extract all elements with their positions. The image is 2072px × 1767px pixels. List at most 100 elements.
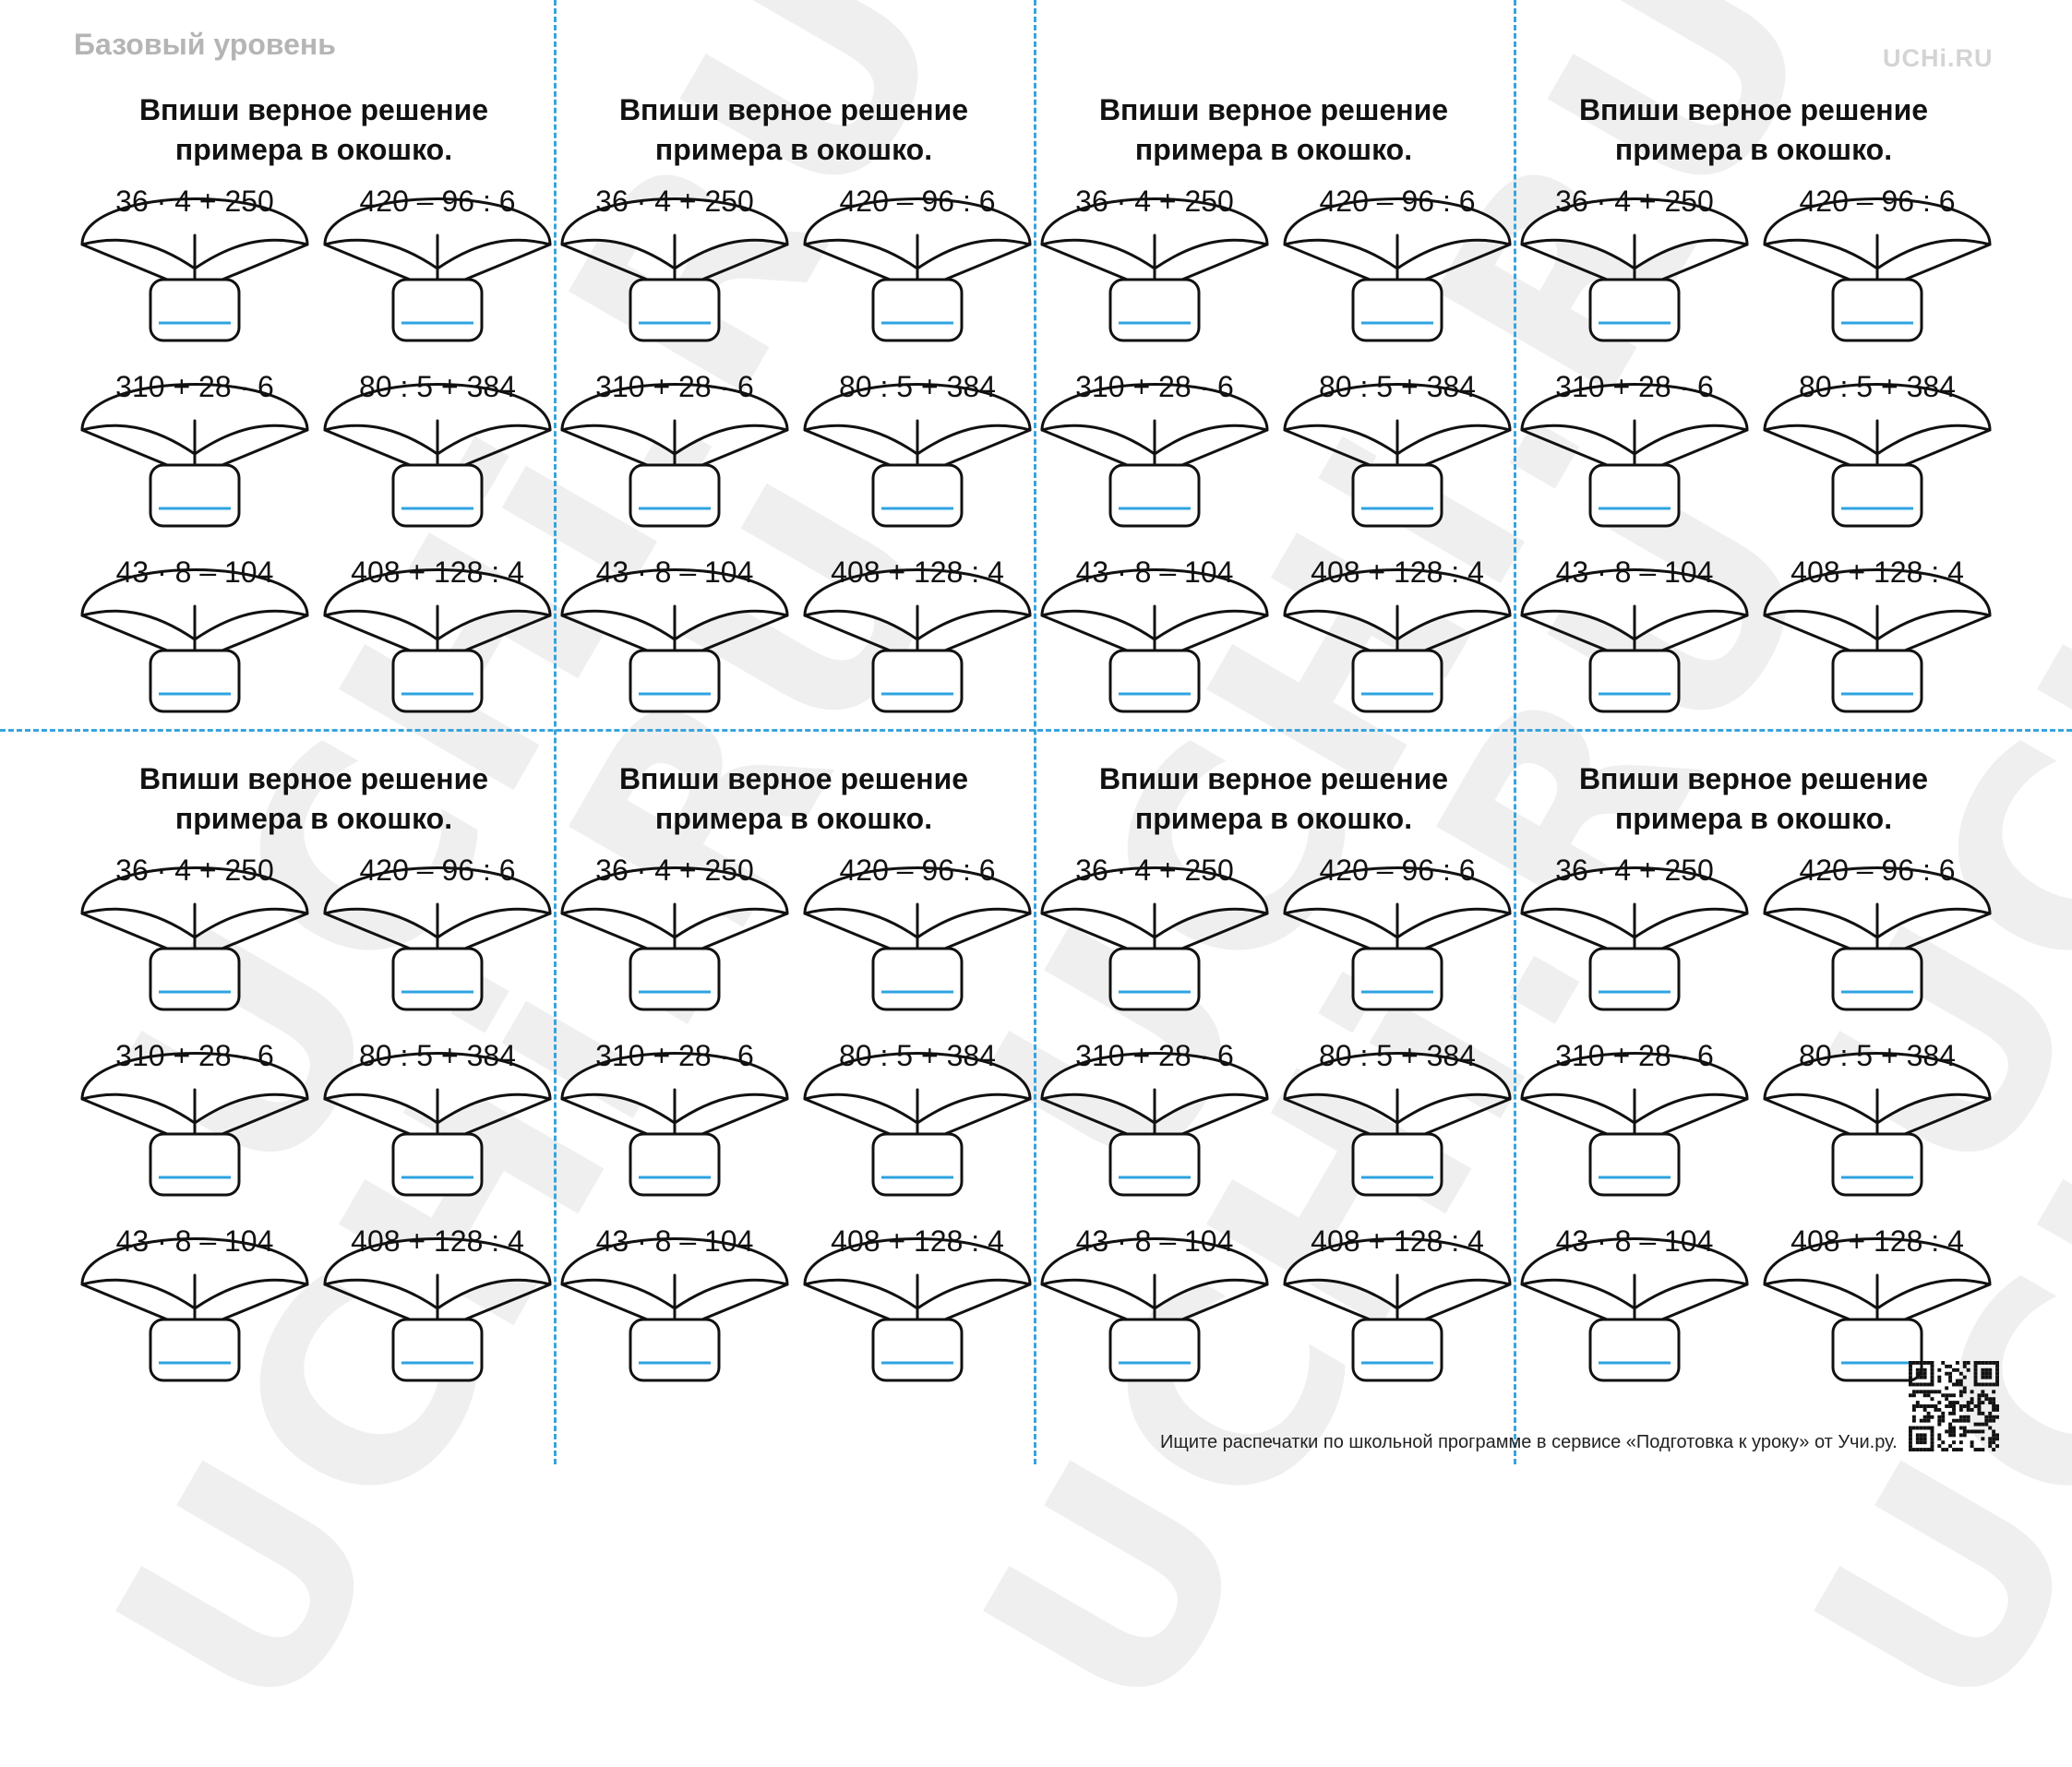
problem-expression: 36 · 4 + 250 bbox=[595, 185, 754, 218]
task-title-line: примера в окошко. bbox=[174, 802, 453, 835]
parachute-problem: 36 · 4 + 250 bbox=[1039, 178, 1270, 353]
answer-box[interactable] bbox=[880, 1327, 955, 1355]
answer-box[interactable] bbox=[1597, 956, 1672, 984]
problem-expression: 408 + 128 : 4 bbox=[1791, 1224, 1964, 1258]
answer-box[interactable] bbox=[1597, 658, 1672, 686]
answer-box[interactable] bbox=[1597, 287, 1672, 315]
answer-box[interactable] bbox=[157, 287, 233, 315]
task-card: Впиши верное решение примера в окошко. 36 … bbox=[1034, 669, 1514, 1382]
answer-box[interactable] bbox=[637, 287, 713, 315]
answer-box[interactable] bbox=[637, 956, 713, 984]
problem-expression: 36 · 4 + 250 bbox=[1555, 185, 1714, 218]
answer-box[interactable] bbox=[1839, 1327, 1915, 1355]
answer-box[interactable] bbox=[880, 1141, 955, 1169]
problem-expression: 80 : 5 + 384 bbox=[1799, 1039, 1956, 1072]
answer-box[interactable] bbox=[400, 658, 475, 686]
answer-box[interactable] bbox=[1359, 956, 1435, 984]
parachute-problem: 310 + 28 · 6 bbox=[1519, 364, 1750, 539]
answer-box[interactable] bbox=[1359, 1327, 1435, 1355]
parachute-problem: 310 + 28 · 6 bbox=[1519, 1033, 1750, 1208]
answer-box[interactable] bbox=[1597, 1141, 1672, 1169]
task-title-line: примера в окошко. bbox=[1134, 802, 1413, 835]
answer-box[interactable] bbox=[1839, 472, 1915, 500]
problem-expression: 310 + 28 · 6 bbox=[115, 1039, 274, 1072]
answer-box[interactable] bbox=[157, 1141, 233, 1169]
parachute-problem: 80 : 5 + 384 bbox=[1282, 364, 1513, 539]
answer-box[interactable] bbox=[637, 472, 713, 500]
answer-box[interactable] bbox=[400, 956, 475, 984]
answer-box[interactable] bbox=[1117, 472, 1192, 500]
answer-box[interactable] bbox=[637, 1141, 713, 1169]
parachute-problem: 310 + 28 · 6 bbox=[79, 364, 310, 539]
parachute-problem: 43 · 8 – 104 bbox=[79, 1218, 310, 1393]
problem-expression: 43 · 8 – 104 bbox=[115, 1224, 274, 1258]
problem-expression: 310 + 28 · 6 bbox=[1555, 1039, 1714, 1072]
answer-box[interactable] bbox=[880, 287, 955, 315]
problem-expression: 36 · 4 + 250 bbox=[1555, 854, 1714, 887]
answer-box[interactable] bbox=[1597, 472, 1672, 500]
answer-box[interactable] bbox=[1117, 287, 1192, 315]
answer-box[interactable] bbox=[880, 658, 955, 686]
answer-box[interactable] bbox=[157, 1327, 233, 1355]
answer-box[interactable] bbox=[1839, 658, 1915, 686]
answer-box[interactable] bbox=[157, 472, 233, 500]
task-title-line: примера в окошко. bbox=[654, 802, 933, 835]
problem-expression: 420 – 96 : 6 bbox=[1799, 854, 1956, 887]
parachute-problem: 80 : 5 + 384 bbox=[1282, 1033, 1513, 1208]
answer-box[interactable] bbox=[880, 472, 955, 500]
answer-box[interactable] bbox=[400, 1141, 475, 1169]
cut-line-vertical bbox=[554, 0, 557, 1464]
answer-box[interactable] bbox=[637, 658, 713, 686]
answer-box[interactable] bbox=[1839, 1141, 1915, 1169]
task-title-line: примера в окошко. bbox=[1134, 133, 1413, 166]
cut-line-horizontal bbox=[0, 729, 2072, 732]
answer-box[interactable] bbox=[1117, 1141, 1192, 1169]
task-title-line: Впиши верное решение bbox=[1098, 762, 1449, 795]
answer-box[interactable] bbox=[400, 1327, 475, 1355]
answer-box[interactable] bbox=[1839, 287, 1915, 315]
problem-expression: 408 + 128 : 4 bbox=[831, 555, 1004, 589]
answer-box[interactable] bbox=[1359, 658, 1435, 686]
parachute-problem: 408 + 128 : 4 bbox=[802, 1218, 1033, 1393]
answer-box[interactable] bbox=[1839, 956, 1915, 984]
problem-expression: 80 : 5 + 384 bbox=[839, 1039, 996, 1072]
qr-code-icon bbox=[1909, 1361, 1999, 1451]
answer-box[interactable] bbox=[637, 1327, 713, 1355]
answer-box[interactable] bbox=[1359, 1141, 1435, 1169]
parachute-problem: 408 + 128 : 4 bbox=[322, 1218, 553, 1393]
problem-expression: 310 + 28 · 6 bbox=[595, 370, 754, 403]
answer-box[interactable] bbox=[157, 956, 233, 984]
parachute-problem: 36 · 4 + 250 bbox=[1519, 178, 1750, 353]
problem-expression: 408 + 128 : 4 bbox=[351, 1224, 524, 1258]
problem-expression: 36 · 4 + 250 bbox=[115, 185, 274, 218]
answer-box[interactable] bbox=[1117, 956, 1192, 984]
parachute-problem: 408 + 128 : 4 bbox=[1762, 549, 1993, 724]
answer-box[interactable] bbox=[1117, 658, 1192, 686]
answer-box[interactable] bbox=[1359, 472, 1435, 500]
parachute-problem: 420 – 96 : 6 bbox=[1282, 847, 1513, 1022]
task-title-line: Впиши верное решение bbox=[618, 93, 969, 126]
footer-note: Ищите распечатки по школьной программе в… bbox=[1160, 1432, 1898, 1452]
answer-box[interactable] bbox=[400, 287, 475, 315]
problem-expression: 36 · 4 + 250 bbox=[1075, 854, 1234, 887]
answer-box[interactable] bbox=[1359, 287, 1435, 315]
problem-expression: 80 : 5 + 384 bbox=[1319, 1039, 1476, 1072]
answer-box[interactable] bbox=[1117, 1327, 1192, 1355]
parachute-problem: 420 – 96 : 6 bbox=[1282, 178, 1513, 353]
problem-expression: 420 – 96 : 6 bbox=[839, 185, 996, 218]
parachute-problem: 420 – 96 : 6 bbox=[1762, 178, 1993, 353]
problem-expression: 36 · 4 + 250 bbox=[115, 854, 274, 887]
answer-box[interactable] bbox=[1597, 1327, 1672, 1355]
task-title-line: примера в окошко. bbox=[1614, 802, 1893, 835]
answer-box[interactable] bbox=[880, 956, 955, 984]
problem-expression: 43 · 8 – 104 bbox=[1075, 555, 1234, 589]
problem-expression: 310 + 28 · 6 bbox=[595, 1039, 754, 1072]
parachute-problem: 408 + 128 : 4 bbox=[1762, 1218, 1993, 1393]
problem-expression: 310 + 28 · 6 bbox=[1075, 1039, 1234, 1072]
answer-box[interactable] bbox=[400, 472, 475, 500]
answer-box[interactable] bbox=[157, 658, 233, 686]
